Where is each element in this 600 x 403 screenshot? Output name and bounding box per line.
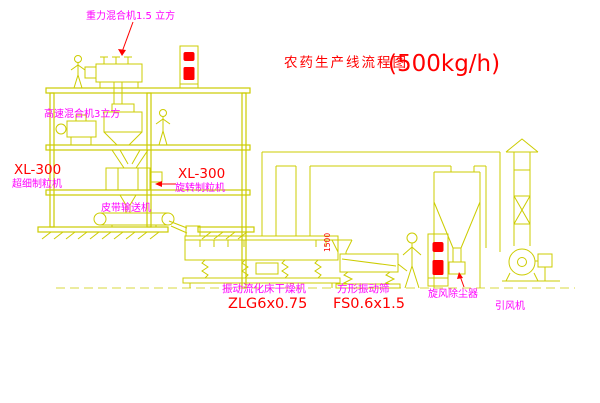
label-left-granulator-model: XL-300: [14, 162, 61, 178]
screen-feed-funnel: [331, 239, 353, 254]
label-cyclone: 旋风除尘器: [428, 287, 478, 300]
induced-draft-fan: [502, 248, 560, 282]
vibrating-screen: [335, 253, 408, 289]
exhaust-duct: [261, 151, 501, 252]
gravity-mixer: [84, 56, 143, 104]
label-screen-dimension: 1500: [323, 233, 332, 252]
exhaust-stack: [505, 138, 539, 246]
label-dryer-model: ZLG6x0.75: [228, 296, 307, 312]
rotary-granulator: [105, 167, 163, 213]
label-gravity-mixer: 重力混合机1.5 立方: [86, 9, 175, 22]
side-mixer: [55, 114, 97, 145]
worker-figure-roof: [70, 55, 86, 89]
leader-arrow-granulator: [155, 181, 176, 187]
leader-arrow-cyclone: [457, 272, 465, 288]
diagram-capacity: (500kg/h): [388, 51, 500, 77]
label-fan: 引风机: [495, 299, 525, 312]
control-cabinet-top: [179, 45, 199, 89]
label-left-granulator-name: 超细制粒机: [12, 177, 62, 190]
high-speed-mixer: [103, 103, 143, 146]
label-screen-name: 方形振动筛: [337, 282, 390, 295]
belt-conveyor: [93, 212, 175, 227]
feed-chute: [111, 149, 149, 169]
label-screen-model: FS0.6x1.5: [333, 296, 405, 312]
control-cabinet-ground: [427, 233, 449, 287]
fluid-bed-dryer: [182, 225, 341, 288]
label-high-speed-mixer: 高速混合机3立方: [44, 107, 120, 120]
leader-arrow-gravity-mixer: [118, 21, 134, 56]
label-rotary-granulator-model: XL-300: [178, 166, 225, 182]
label-rotary-granulator-name: 旋转制粒机: [175, 181, 225, 194]
label-dryer-name: 振动流化床干燥机: [222, 282, 306, 295]
transfer-chute: [168, 220, 188, 234]
worker-figure-ground: [402, 232, 422, 289]
cyclone-dust-collector: [433, 171, 481, 288]
diagram-title: 农药生产线流程图: [284, 55, 408, 71]
worker-figure-floor2: [155, 109, 171, 146]
label-belt-conveyor: 皮带输送机: [101, 201, 151, 214]
